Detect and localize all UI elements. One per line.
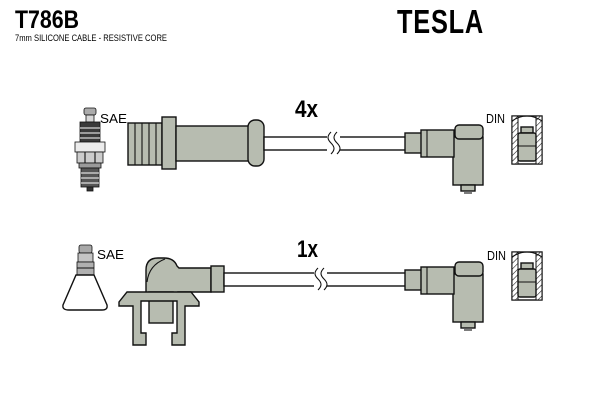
subtitle: 7mm SILICONE CABLE - RESISTIVE CORE [15, 33, 167, 43]
cable-break-icon-row1 [327, 131, 341, 155]
cable-row-2: SAE 1x DIN [62, 236, 543, 346]
angled-plug-boot [118, 257, 225, 346]
din-label-row1: DIN [486, 111, 505, 126]
cable-break-icon-row2 [314, 267, 328, 291]
spark-plug-icon [74, 107, 106, 192]
din-label-row2: DIN [487, 248, 506, 263]
tesla-brand-logo: TESLA [397, 3, 484, 40]
din-terminal-icon-row2 [511, 251, 543, 301]
cable-row-1: SAE 4x DIN [74, 96, 543, 194]
heat-shield-bracket [118, 291, 200, 346]
cone-spark-plug-icon [62, 244, 108, 311]
quantity-label-row1: 4x [295, 96, 319, 123]
sae-label-row2: SAE [97, 247, 124, 262]
sae-label-row1: SAE [100, 111, 127, 126]
quantity-label-row2: 1x [297, 236, 319, 263]
ribbed-plug-boot [127, 116, 265, 170]
part-number: T786B [15, 6, 79, 34]
elbow-connector-row1 [404, 124, 484, 194]
elbow-connector-row2 [404, 261, 484, 331]
din-terminal-icon-row1 [511, 115, 543, 165]
